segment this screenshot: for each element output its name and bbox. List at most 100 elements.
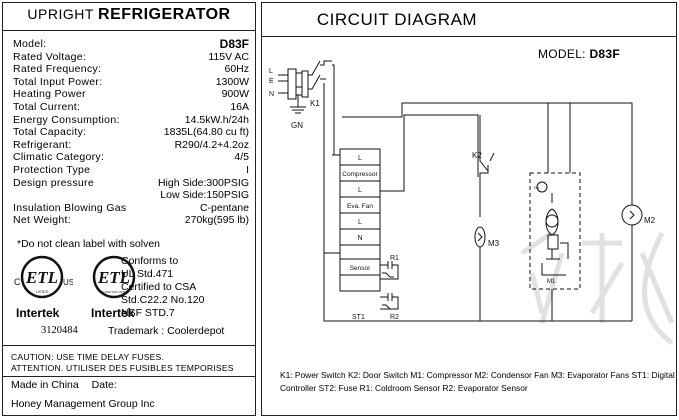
m2-condenser-fan [621,204,643,226]
intertek-left: Intertek [16,306,60,320]
terminal-cell [339,244,381,260]
spec-key: Model: [13,38,47,50]
legend-item: M2: Condensor Fan [474,370,549,380]
spec-value: 1835L(64.80 cu ft) [163,126,249,139]
etl-c-mark: C [14,277,21,287]
caution-fr: ATTENTION. UTILISER DES FUSIBLES TEMPORI… [11,363,234,373]
etl-listed-logo: ETL C US LISTED [14,255,73,299]
caution-en: CAUTION: USE TIME DELAY FUSES. [11,352,165,362]
spec-key: Insulation Blowing Gas [13,201,127,214]
terminal-label: L [358,155,362,162]
r1-label: R1 [390,255,399,262]
conformity-line: UL Std.471 [121,268,174,280]
terminal-label: Compressor [342,171,378,178]
terminal-label: L [358,187,362,194]
spec-value: Low Side:150PSIG [160,189,249,202]
caution-text: CAUTION: USE TIME DELAY FUSES. ATTENTION… [11,352,234,374]
spec-row: Heating Power 900W [13,88,249,101]
k2-label: K2 [472,151,482,160]
r2-label: R2 [390,314,399,321]
spec-key: Rated Voltage: [13,50,87,63]
watermark [520,230,675,345]
etl-sanitation-logo: ETL SANITATION LISTED [92,255,136,299]
spec-key: Protection Type [13,163,91,176]
power-plug [278,68,309,100]
spec-value: 115V AC [208,50,249,63]
legend-item: K2: Door Switch [347,370,409,380]
spec-key: Total Capacity: [13,126,87,139]
legend-item: K1: Power Switch [280,370,346,380]
cleaning-note: *Do not clean label with solven [17,238,161,250]
terminal-label: N [357,235,362,242]
trademark: Trademark : Coolerdepot [108,325,225,337]
spec-value: D83F [219,37,249,51]
spec-value: 14.5kW.h/24h [184,113,249,126]
origin-line: Made in China Date: [11,379,117,391]
spec-row: Low Side:150PSIG [13,189,249,202]
legend-item: R1: Coldroom Sensor [359,383,441,393]
conformity-line: NSF STD.7 [121,307,175,319]
spec-value: 16A [230,100,249,113]
terminal-label: L [358,219,362,226]
intertek-right: Intertek [91,306,135,320]
title-main: REFRIGERATOR [98,6,231,23]
m3-evaporator-fan [474,226,486,248]
spec-value: R290/4.2+4.2oz [174,138,249,151]
spec-value: 900W [221,88,249,101]
spec-row: Total Current:16A [13,101,249,114]
legend-item: Controller [280,383,317,393]
divider [3,30,255,31]
etl-mark: ETL [25,268,58,287]
legend-item: M3: Evaporator Fans [550,370,630,380]
diagram-model-value: D83F [589,47,620,61]
legend-item: M1: Compressor [410,370,473,380]
r1-sensor [380,261,399,280]
divider [3,376,255,377]
m1-label: M1 [547,279,556,285]
m2-label: M2 [644,216,656,225]
diagram-title: CIRCUIT DIAGRAM [316,10,478,29]
etl-mark-2: ETL [97,268,130,287]
conformity-line: Conforms to [121,255,179,267]
terminal-label: Eva. Fan [347,203,373,210]
conformity-line: Std.C22.2 No.120 [121,294,205,306]
r2-sensor [380,293,399,310]
conformity-line: Certified to CSA [121,281,197,293]
etl-listed-text: LISTED [36,290,49,294]
spec-value: 1300W [215,75,249,88]
etl-us-mark: US [63,278,73,287]
m3-label: M3 [488,239,500,248]
spec-row: Refrigerant: R290/4.2+4.2oz [13,139,249,152]
gn-label: GN [291,121,303,130]
k1-label: K1 [310,99,320,108]
date-label: Date: [91,379,117,391]
divider [3,345,255,346]
spec-key: Total Input Power: [13,75,103,88]
spec-value: 4/5 [234,151,249,164]
made-in: Made in China [11,379,79,391]
diagram-model-prefix: MODEL: [538,47,586,61]
legend-item: ST2: Fuse [318,383,358,393]
terminal-label: Sensor [350,265,371,272]
plug-e-label: E [269,78,274,85]
spec-row: Total Capacity: 1835L(64.80 cu ft) [13,126,249,139]
spec-key: Climatic Category: [13,151,105,164]
rail-l [332,64,335,156]
spec-key: Energy Consumption: [13,113,120,126]
k1-switch [308,60,332,90]
k2-door-switch [479,151,495,183]
spec-key: Refrigerant: [13,138,72,151]
spec-key: Design pressure [13,176,94,189]
spec-row: Rated Voltage: 115V AC [13,51,249,64]
legend-item: ST1: Digital [631,370,675,380]
diagram-legend: K1: Power Switch K2: Door Switch M1: Com… [280,369,675,395]
diagram-model: MODEL: D83F [538,47,620,61]
label-title: UPRIGHT REFRIGERATOR [3,6,255,24]
spec-row: Climatic Category: 4/5 [13,151,249,164]
spec-key: Heating Power [13,88,86,101]
